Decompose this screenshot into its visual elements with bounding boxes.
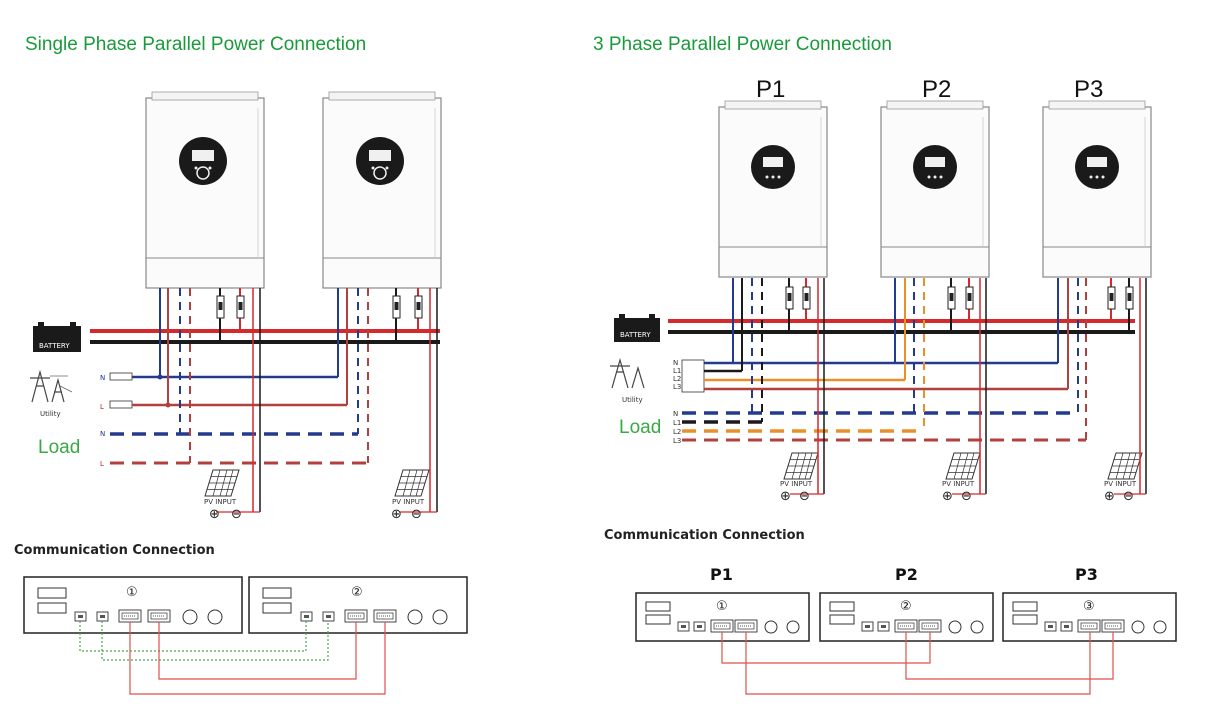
pv-panel-icon-1 bbox=[204, 469, 240, 497]
single-utility-l-label: L bbox=[100, 403, 104, 411]
inverter-unit-p3 bbox=[1042, 100, 1152, 278]
single-load-label: Load bbox=[38, 437, 80, 458]
minus-icon: ⊖ bbox=[799, 489, 810, 504]
minus-icon: ⊖ bbox=[411, 507, 422, 522]
comm-unit-p2: P2 bbox=[895, 565, 918, 584]
inverter-unit-2 bbox=[322, 91, 442, 289]
load-wire-l3: L3 bbox=[673, 437, 681, 445]
pv-label-p2: PV INPUT bbox=[942, 480, 975, 488]
comm-num-p3: ③ bbox=[1083, 599, 1095, 614]
pv-panel-icon-p1 bbox=[783, 452, 819, 480]
single-phase-diagram: BATTERY Utility Load N L N bbox=[30, 91, 442, 522]
pv-label-p3: PV INPUT bbox=[1104, 480, 1137, 488]
comm-num-p1: ① bbox=[716, 599, 728, 614]
utility-wire-n: N bbox=[673, 359, 678, 367]
utility-label: Utility bbox=[40, 410, 61, 418]
comm-left: Communication Connection ① ② bbox=[14, 543, 468, 695]
plus-icon: ⊕ bbox=[780, 489, 791, 504]
comm-title-right: Communication Connection bbox=[604, 528, 805, 543]
pv-label-1: PV INPUT bbox=[204, 498, 237, 506]
three-phase-diagram: P1 P2 P3 BATTERY Utility Load N L1 L2 L3 bbox=[610, 76, 1152, 504]
comm-num-p2: ② bbox=[900, 599, 912, 614]
utility-wire-l1: L1 bbox=[673, 367, 681, 375]
plus-icon: ⊕ bbox=[391, 507, 402, 522]
plus-icon: ⊕ bbox=[209, 507, 220, 522]
unit-label-p2: P2 bbox=[922, 76, 951, 103]
single-load-l-label: L bbox=[100, 460, 104, 468]
three-load-label: Load bbox=[619, 417, 661, 438]
comm-unit-p1: P1 bbox=[710, 565, 733, 584]
comm-num-2: ② bbox=[351, 585, 363, 600]
minus-icon: ⊖ bbox=[1123, 489, 1134, 504]
unit-label-p1: P1 bbox=[756, 76, 785, 103]
comm-right: Communication Connection P1 P2 P3 ① ② ③ bbox=[604, 528, 1177, 695]
pv-panel-icon-p3 bbox=[1107, 452, 1143, 480]
pv-label-p1: PV INPUT bbox=[780, 480, 813, 488]
utility-wire-l2: L2 bbox=[673, 375, 681, 383]
battery-label: BATTERY bbox=[39, 342, 70, 350]
pv-panel-icon-p2 bbox=[945, 452, 981, 480]
load-wire-n: N bbox=[673, 410, 678, 418]
unit-label-p3: P3 bbox=[1074, 76, 1103, 103]
inverter-unit-p1 bbox=[718, 100, 828, 278]
utility-label-3p: Utility bbox=[622, 396, 643, 404]
inverter-unit-1 bbox=[145, 91, 265, 289]
inverter-unit-p2 bbox=[880, 100, 990, 278]
utility-wire-l3: L3 bbox=[673, 383, 681, 391]
plus-icon: ⊕ bbox=[942, 489, 953, 504]
single-utility-n-label: N bbox=[100, 374, 105, 382]
battery-icon: BATTERY bbox=[33, 322, 81, 352]
comm-num-1: ① bbox=[126, 585, 138, 600]
minus-icon: ⊖ bbox=[961, 489, 972, 504]
load-wire-l1: L1 bbox=[673, 419, 681, 427]
pv-panel-icon-2 bbox=[394, 469, 430, 497]
comm-title-left: Communication Connection bbox=[14, 543, 215, 558]
load-wire-l2: L2 bbox=[673, 428, 681, 436]
single-phase-title: Single Phase Parallel Power Connection bbox=[25, 34, 366, 55]
comm-unit-p3: P3 bbox=[1075, 565, 1098, 584]
battery-label-3p: BATTERY bbox=[620, 331, 651, 339]
three-phase-title: 3 Phase Parallel Power Connection bbox=[593, 34, 892, 55]
pv-label-2: PV INPUT bbox=[392, 498, 425, 506]
minus-icon: ⊖ bbox=[231, 507, 242, 522]
utility-tower-icon: Utility bbox=[610, 357, 645, 404]
utility-tower-icon: Utility bbox=[30, 369, 73, 418]
battery-icon: BATTERY bbox=[614, 314, 660, 342]
plus-icon: ⊕ bbox=[1104, 489, 1115, 504]
single-load-n-label: N bbox=[100, 430, 105, 438]
